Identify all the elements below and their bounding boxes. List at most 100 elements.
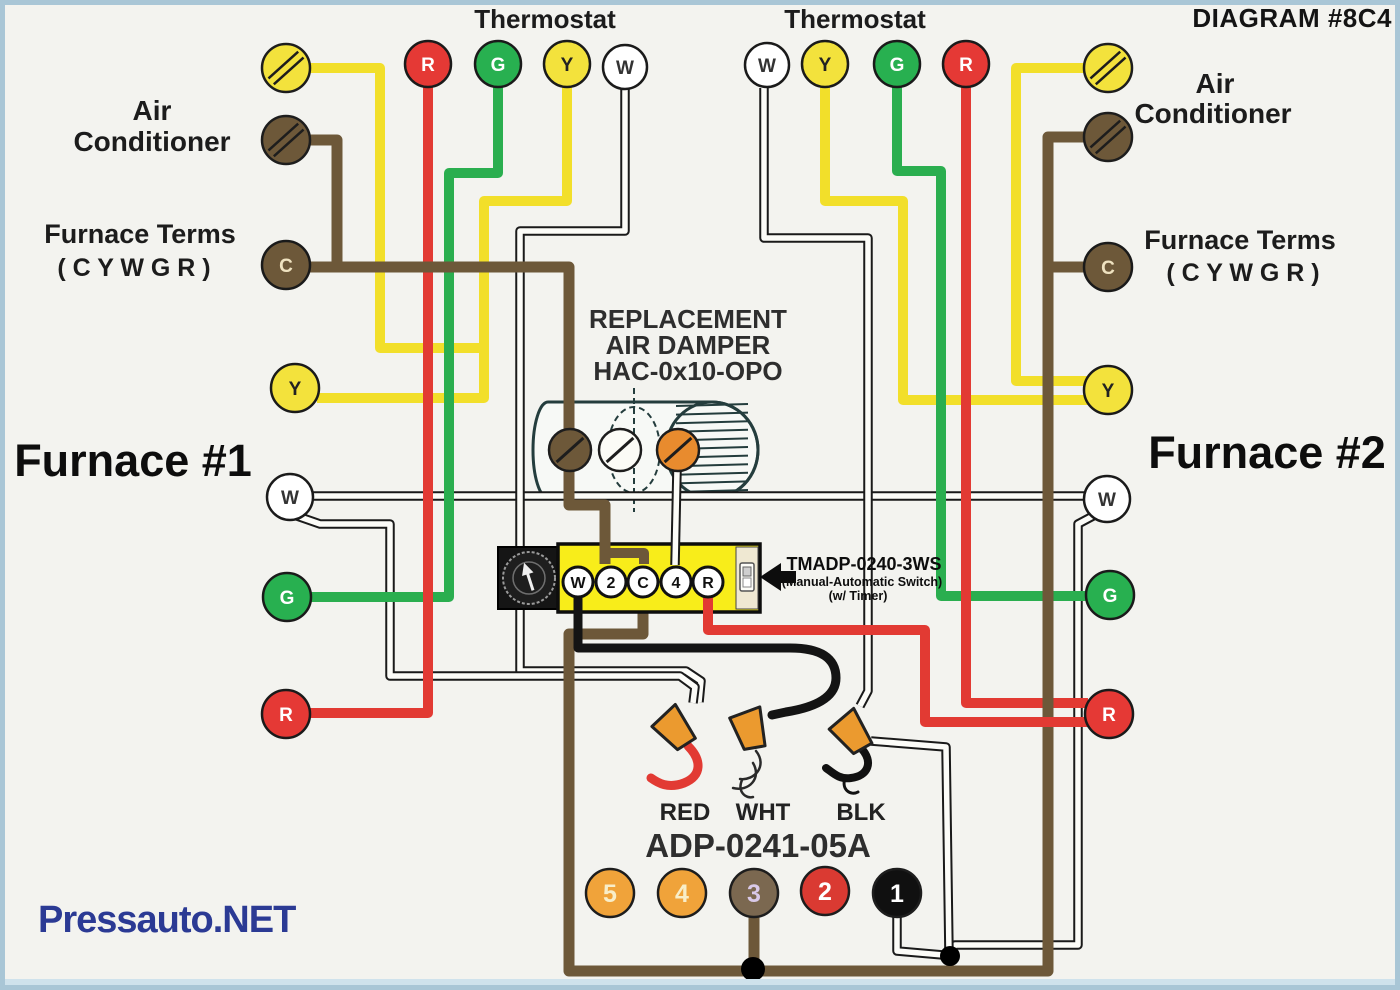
thermostat2-terminal-g: G <box>872 39 922 89</box>
wire-white-orange-to-4-core <box>672 469 680 566</box>
thermostat1-terminal-w: W <box>601 43 649 91</box>
ac-screw-yellow-left-slot <box>267 50 305 86</box>
adapter-pin-4-number: 4 <box>675 880 689 908</box>
ac-screw-brown-left-slot <box>267 122 305 158</box>
thermostat2-terminal-g-letter: G <box>890 55 905 76</box>
ac-screw-brown-right-slot <box>1089 119 1127 155</box>
furnace2-terminal-y-letter: Y <box>1102 381 1115 402</box>
furnace1-terminal-y-letter: Y <box>289 379 302 400</box>
switch-terminal-r: R <box>691 565 725 599</box>
furnace-2-title: Furnace #2 <box>1148 427 1386 478</box>
wire-brown-c-bus-left <box>305 261 575 432</box>
adapter-pin-4: 4 <box>656 867 708 919</box>
furnace1-terminal-g: G <box>261 571 313 623</box>
thermostat1-terminal-g-circle <box>473 39 523 89</box>
thermostat-left-title: Thermostat <box>474 4 616 34</box>
air-conditioner-right-1: Air <box>1196 68 1235 99</box>
adapter-part-number: ADP-0241-05A <box>645 827 871 864</box>
wire-brown-main-loop <box>563 131 1086 977</box>
wire-black-switch-w <box>573 588 841 720</box>
thermostat1-terminal-w-circle <box>601 43 649 91</box>
switch-label-3: (w/ Timer) <box>829 589 888 603</box>
furnace1-terminal-c-letter: C <box>279 256 293 277</box>
adapter-pin-1-number: 1 <box>890 880 904 908</box>
timer-hand <box>522 562 535 591</box>
wires-over-layer <box>563 466 1088 727</box>
furnace1-terminal-g-letter: G <box>280 588 295 609</box>
adapter-pin-5-circle <box>584 867 636 919</box>
furnace1-terminal-g-circle <box>261 571 313 623</box>
damper-screw-white-slot <box>605 436 635 464</box>
furnace1-terminal-w-circle <box>265 472 315 522</box>
wire-white-f2w-stub <box>945 511 1096 956</box>
wire-red-switch-r <box>703 591 1088 727</box>
furnace2-terminal-c-circle <box>1082 241 1134 293</box>
wirenut-label-blk: BLK <box>836 799 886 826</box>
ac-screw-yellow-left-head <box>260 42 312 94</box>
furnace2-terminal-y-circle <box>1082 364 1134 416</box>
wire-brown-main-loop <box>563 131 1086 977</box>
bottom-border-strip <box>0 979 1400 990</box>
wire-white-t1w <box>515 88 706 703</box>
wire-brown-jumper-2-c <box>605 548 649 564</box>
switch-terminal-c-letter: C <box>637 575 649 592</box>
furnace2-terminal-c: C <box>1082 241 1134 293</box>
thermostat2-terminal-w-circle <box>743 41 791 89</box>
thermostat2-terminal-y-circle <box>800 39 850 89</box>
slide-switch-lower <box>742 577 752 588</box>
adapter-pin-5-number: 5 <box>603 880 617 908</box>
switch-terminal-r-circle <box>691 565 725 599</box>
damper-screw-white <box>597 427 643 473</box>
thermostat1-terminal-y: Y <box>542 39 592 89</box>
wirenut-label-wht: WHT <box>736 799 791 826</box>
wire-white-t2w <box>759 88 873 709</box>
furnace-terms-right-1: Furnace Terms <box>1144 225 1336 255</box>
thermostat2-terminal-r-letter: R <box>959 55 973 76</box>
wire-white-orange-to-4 <box>670 469 682 566</box>
watermark-text: Pressauto.NET <box>38 899 296 941</box>
diagram-number-label: DIAGRAM #8C4 <box>1192 3 1392 33</box>
adapter-pin-5: 5 <box>584 867 636 919</box>
switch-terminal-w-circle <box>561 565 595 599</box>
wire-nut-blk <box>827 706 874 756</box>
furnace2-terminal-g-circle <box>1084 569 1136 621</box>
wire-black-switch-w <box>573 588 841 720</box>
wire-white-t1w-core <box>517 88 704 703</box>
thermostat1-terminal-r: R <box>403 39 453 89</box>
timer-dial-inner <box>512 561 546 595</box>
wire-white-t2w-core <box>761 88 871 708</box>
damper-title-3: HAC-0x10-OPO <box>593 356 782 386</box>
damper-title-1: REPLACEMENT <box>589 304 787 334</box>
thermostat1-terminal-g-letter: G <box>491 55 506 76</box>
wire-red-switch-r <box>703 591 1088 727</box>
wire-white-circle1 <box>892 913 944 960</box>
furnace2-terminal-r: R <box>1083 688 1135 740</box>
furnace-terms-left-1: Furnace Terms <box>44 219 236 249</box>
switch-terminal-2-letter: 2 <box>607 575 616 592</box>
furnace-1-title: Furnace #1 <box>14 435 252 486</box>
switch-label-2: (Manual-Automatic Switch) <box>782 575 942 589</box>
wirenut-label-red: RED <box>660 799 711 826</box>
furnace1-terminal-w: W <box>265 472 315 522</box>
wire-white-f1w-stub-core <box>296 513 698 704</box>
ac-screw-yellow-left <box>260 42 312 94</box>
wire-white-f2w-stub-core <box>947 513 1095 955</box>
adapter-pin-3-circle <box>728 867 780 919</box>
wire-brown-damper-to-2 <box>563 466 611 564</box>
screw-slot-line <box>1089 119 1122 149</box>
wire-brown-ac-left <box>304 134 343 263</box>
thermostat1-terminal-y-letter: Y <box>561 55 574 76</box>
furnace1-terminal-y: Y <box>269 362 321 414</box>
screw-slot-line <box>267 50 300 80</box>
air-conditioner-left-2: Conditioner <box>73 126 230 157</box>
ac-screw-brown-right-head <box>1082 111 1134 163</box>
damper-screw-orange-slot <box>663 436 693 464</box>
wht-wire-squiggle-1 <box>738 749 762 781</box>
furnace1-terminal-r-circle <box>260 688 312 740</box>
wire-green-right <box>892 87 1089 601</box>
wire-red-left <box>308 87 433 718</box>
wire-white-circle1-core <box>894 913 944 958</box>
switch-terminal-4-circle <box>659 565 693 599</box>
switch-terminal-w-letter: W <box>570 575 586 592</box>
adapter-pin-3-number: 3 <box>747 880 761 908</box>
